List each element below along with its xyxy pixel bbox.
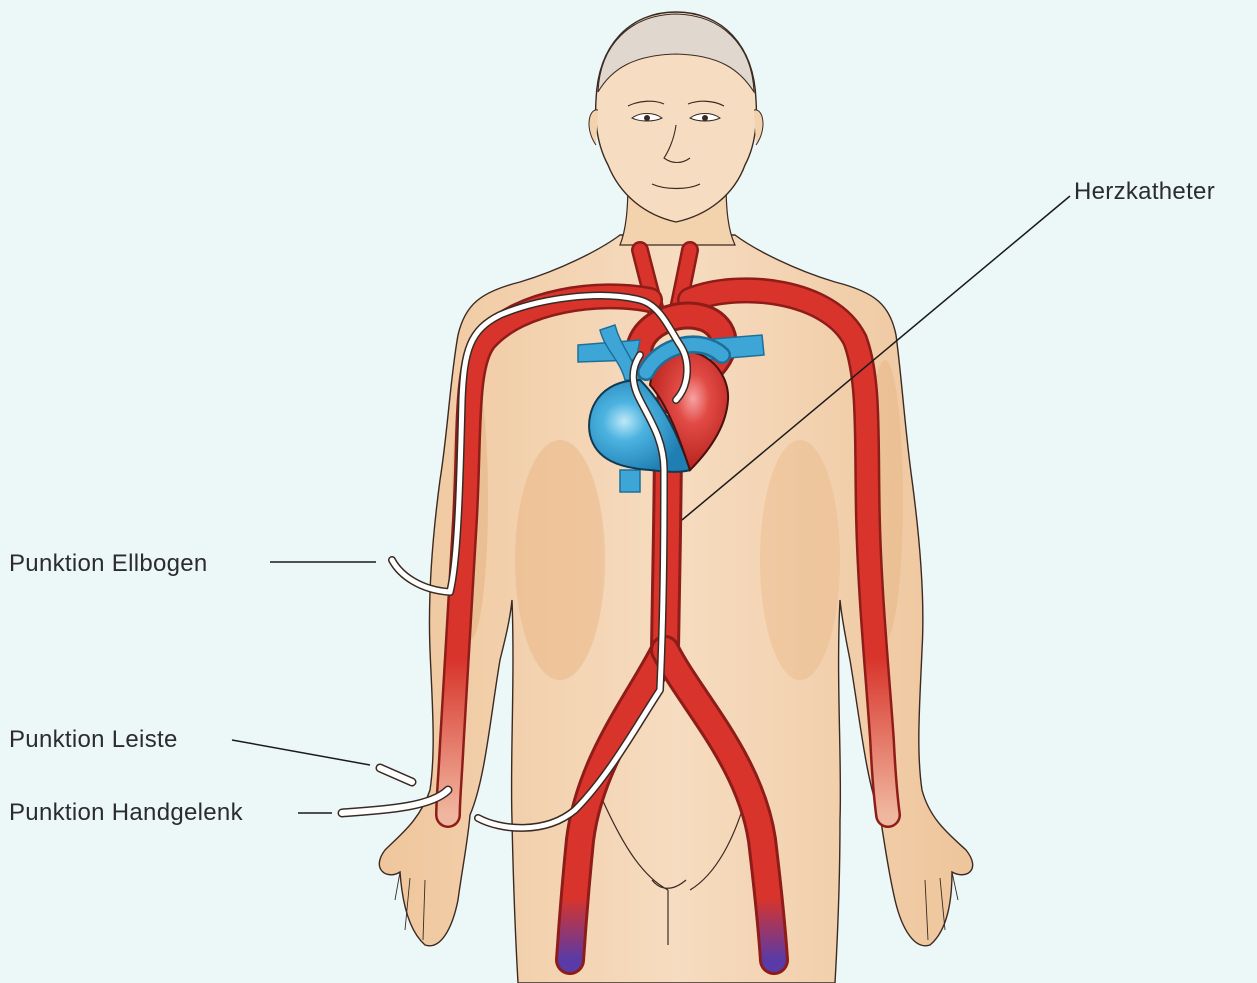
label-groin-puncture: Punktion Leiste [9,726,178,754]
label-heart-catheter: Herzkatheter [1074,178,1215,206]
leader-groin [232,740,370,765]
label-wrist-puncture: Punktion Handgelenk [9,799,243,827]
label-elbow-puncture: Punktion Ellbogen [9,550,208,578]
